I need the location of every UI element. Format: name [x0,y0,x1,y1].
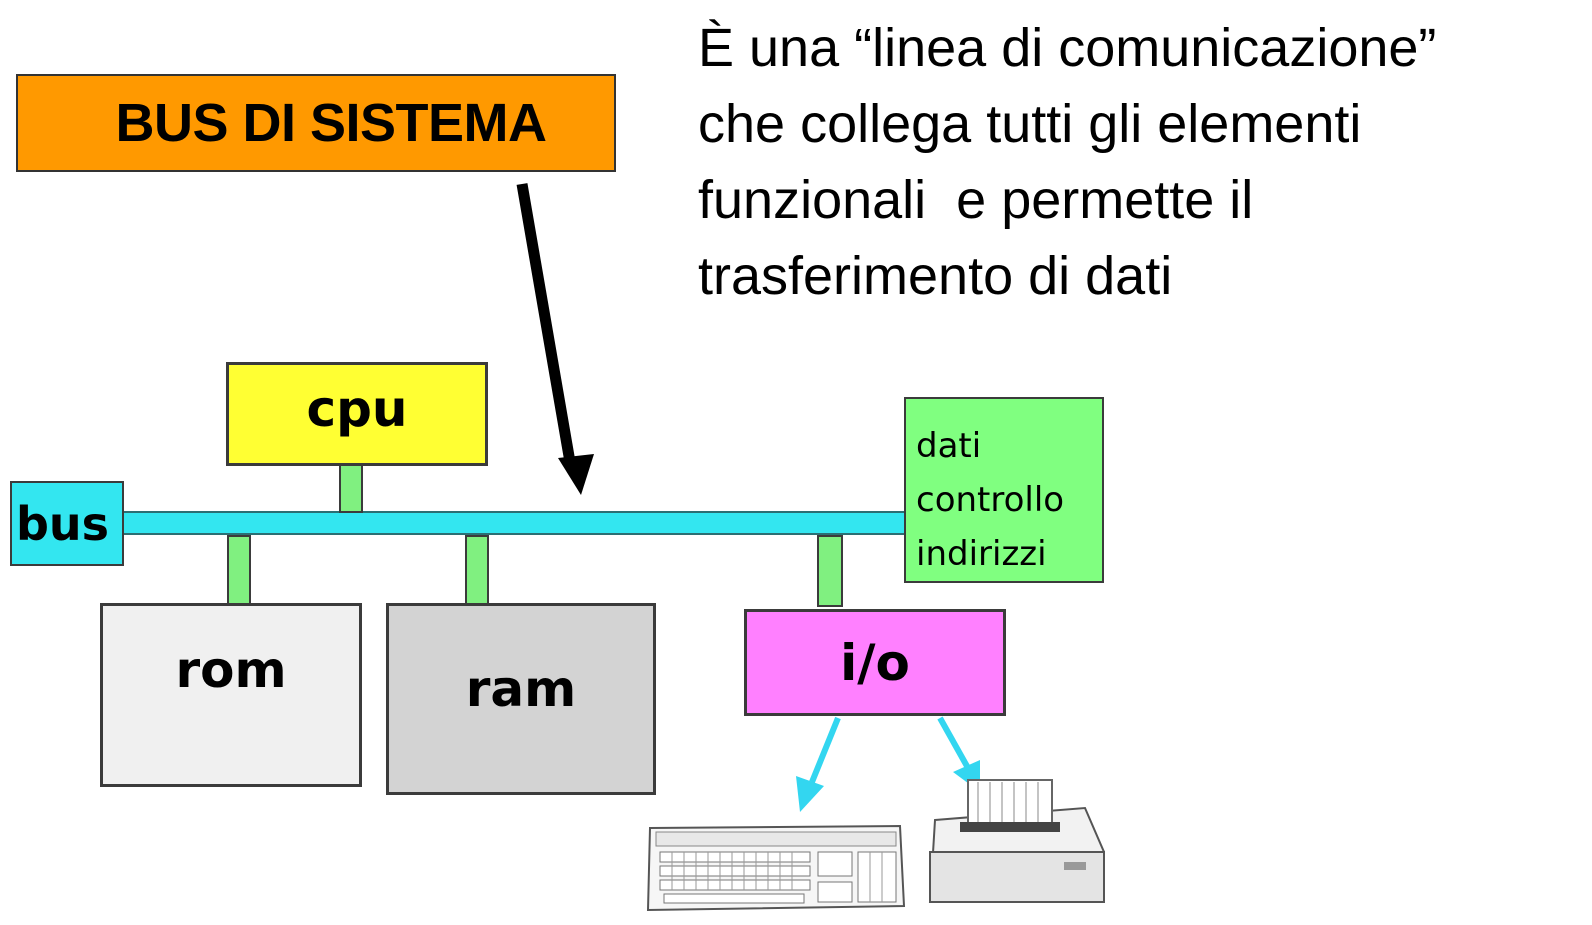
legend-item-controllo: controllo [916,480,1065,520]
description-line: trasferimento di dati [698,246,1173,306]
printer-icon [928,779,1105,903]
bus-label: bus [16,496,110,551]
description-line: che collega tutti gli elementi [698,94,1362,154]
rom-block: rom [100,603,362,787]
io-block: i/o [744,609,1006,716]
rom-connector [227,535,251,605]
bus-label-box: bus [10,481,124,566]
description-line: funzionali e permette il [698,170,1254,230]
pointer-arrow [516,183,594,495]
description-text: È una “linea di comunicazione” che colle… [698,10,1588,314]
bus-lines-legend: dati controllo indirizzi [904,397,1104,583]
system-bus-line [120,511,906,535]
ram-label: ram [465,660,577,718]
cpu-label: cpu [306,380,408,438]
legend-item-indirizzi: indirizzi [916,534,1047,574]
ram-block: ram [386,603,656,795]
ram-connector [465,535,489,605]
keyboard-icon [646,824,906,912]
io-to-keyboard-arrow [796,716,841,812]
title-box: BUS DI SISTEMA [16,74,616,172]
io-connector [817,535,843,607]
io-label: i/o [840,633,910,692]
cpu-connector [339,464,363,513]
title-label: BUS DI SISTEMA [115,93,547,153]
legend-item-dati: dati [916,426,982,466]
description-line: È una “linea di comunicazione” [698,18,1437,78]
rom-label: rom [175,641,287,699]
cpu-block: cpu [226,362,488,466]
